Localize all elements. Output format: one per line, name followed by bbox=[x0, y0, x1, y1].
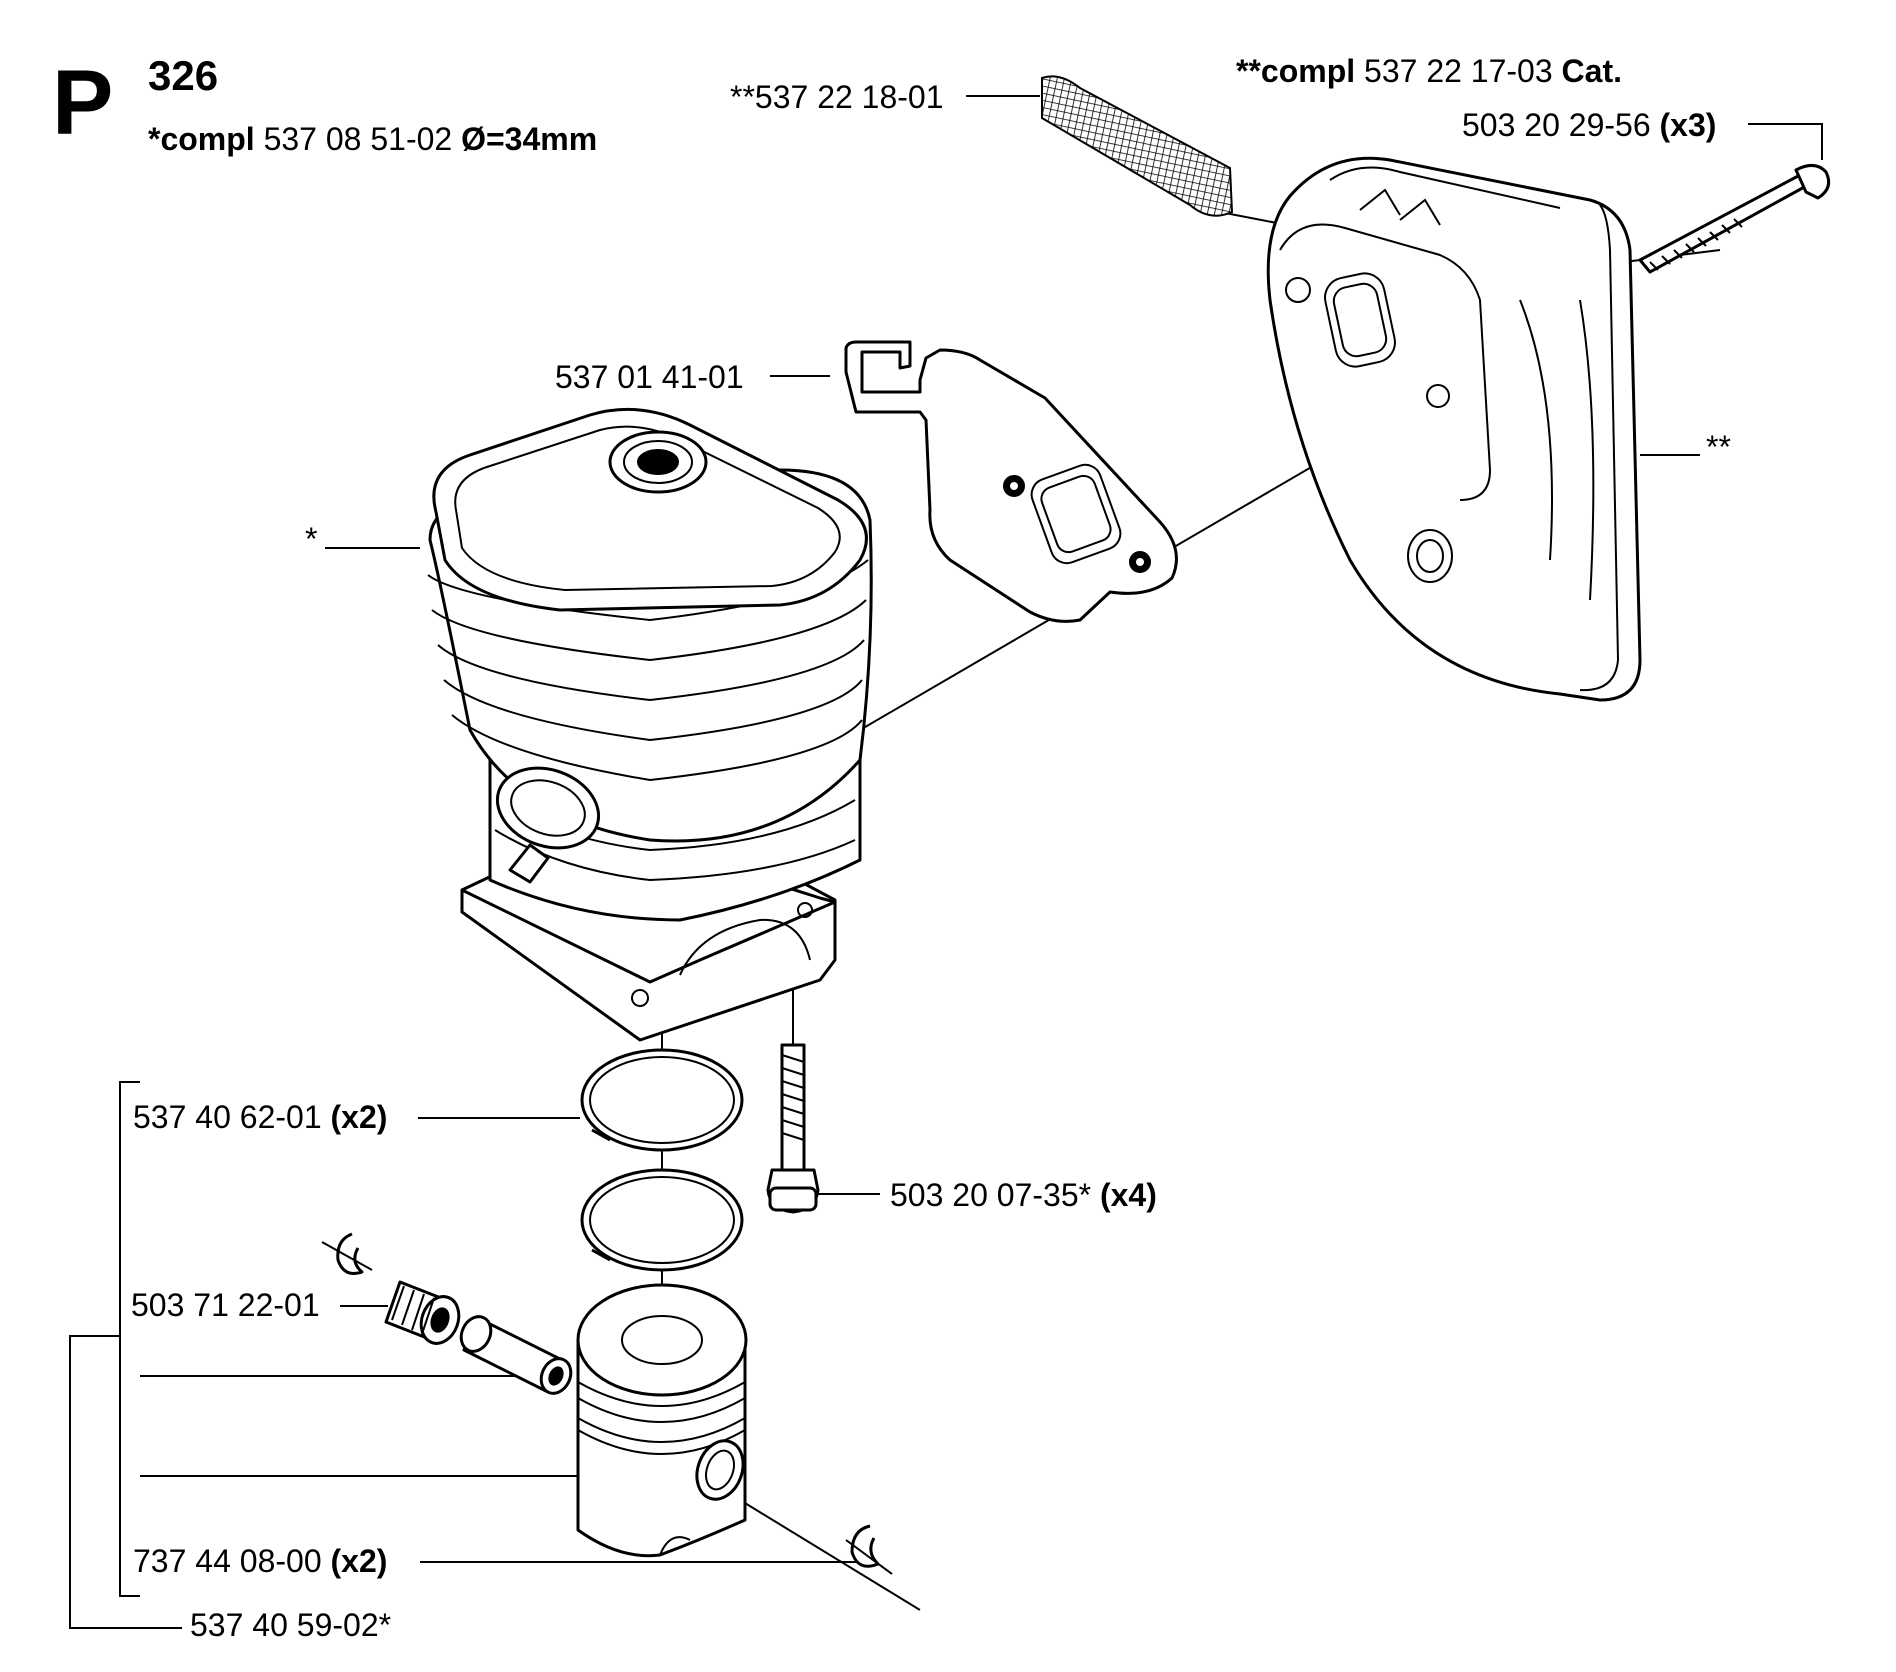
muffler-assembly-label: **compl 537 22 17-03 Cat. bbox=[1236, 53, 1622, 89]
label-cylinder-bolt: 503 20 07-35* (x4) bbox=[890, 1177, 1157, 1213]
label-muffler: ** bbox=[1706, 429, 1731, 465]
muffler bbox=[1266, 156, 1642, 702]
cylinder-bolt bbox=[766, 1043, 820, 1214]
cylinder bbox=[427, 407, 873, 1042]
muffler-gasket bbox=[844, 340, 1178, 623]
piston-pin bbox=[459, 1315, 573, 1395]
muffler-number: 537 22 17-03 bbox=[1364, 53, 1553, 89]
group-brackets bbox=[69, 1081, 168, 1629]
model-number: 326 bbox=[148, 52, 218, 99]
compl-spec: Ø=34mm bbox=[461, 121, 597, 157]
label-needle-bearing: 503 71 22-01 bbox=[131, 1287, 320, 1323]
leader-lines bbox=[140, 95, 1823, 1629]
cylinder-assembly-label: *compl 537 08 51-02 Ø=34mm bbox=[148, 121, 597, 157]
piston bbox=[576, 1283, 748, 1558]
section-letter: P bbox=[52, 52, 113, 154]
label-cylinder: * bbox=[305, 521, 317, 557]
label-screen: **537 22 18-01 bbox=[730, 79, 944, 115]
piston-rings bbox=[580, 1048, 744, 1272]
circlips bbox=[321, 1232, 893, 1575]
compl-number: 537 08 51-02 bbox=[264, 121, 453, 157]
label-gasket: 537 01 41-01 bbox=[555, 359, 744, 395]
muffler-prefix: **compl bbox=[1236, 53, 1355, 89]
label-muffler-bolt: 503 20 29-56 (x3) bbox=[1462, 107, 1716, 143]
muffler-bolt bbox=[1638, 164, 1831, 274]
spark-arrestor-screen bbox=[1041, 75, 1234, 217]
needle-bearing bbox=[384, 1280, 461, 1345]
muffler-suffix: Cat. bbox=[1562, 53, 1622, 89]
label-circlip: 737 44 08-00 (x2) bbox=[133, 1543, 387, 1579]
compl-prefix: *compl bbox=[148, 121, 255, 157]
label-piston-ring: 537 40 62-01 (x2) bbox=[133, 1099, 387, 1135]
label-piston-kit: 537 40 59-02* bbox=[190, 1607, 391, 1643]
